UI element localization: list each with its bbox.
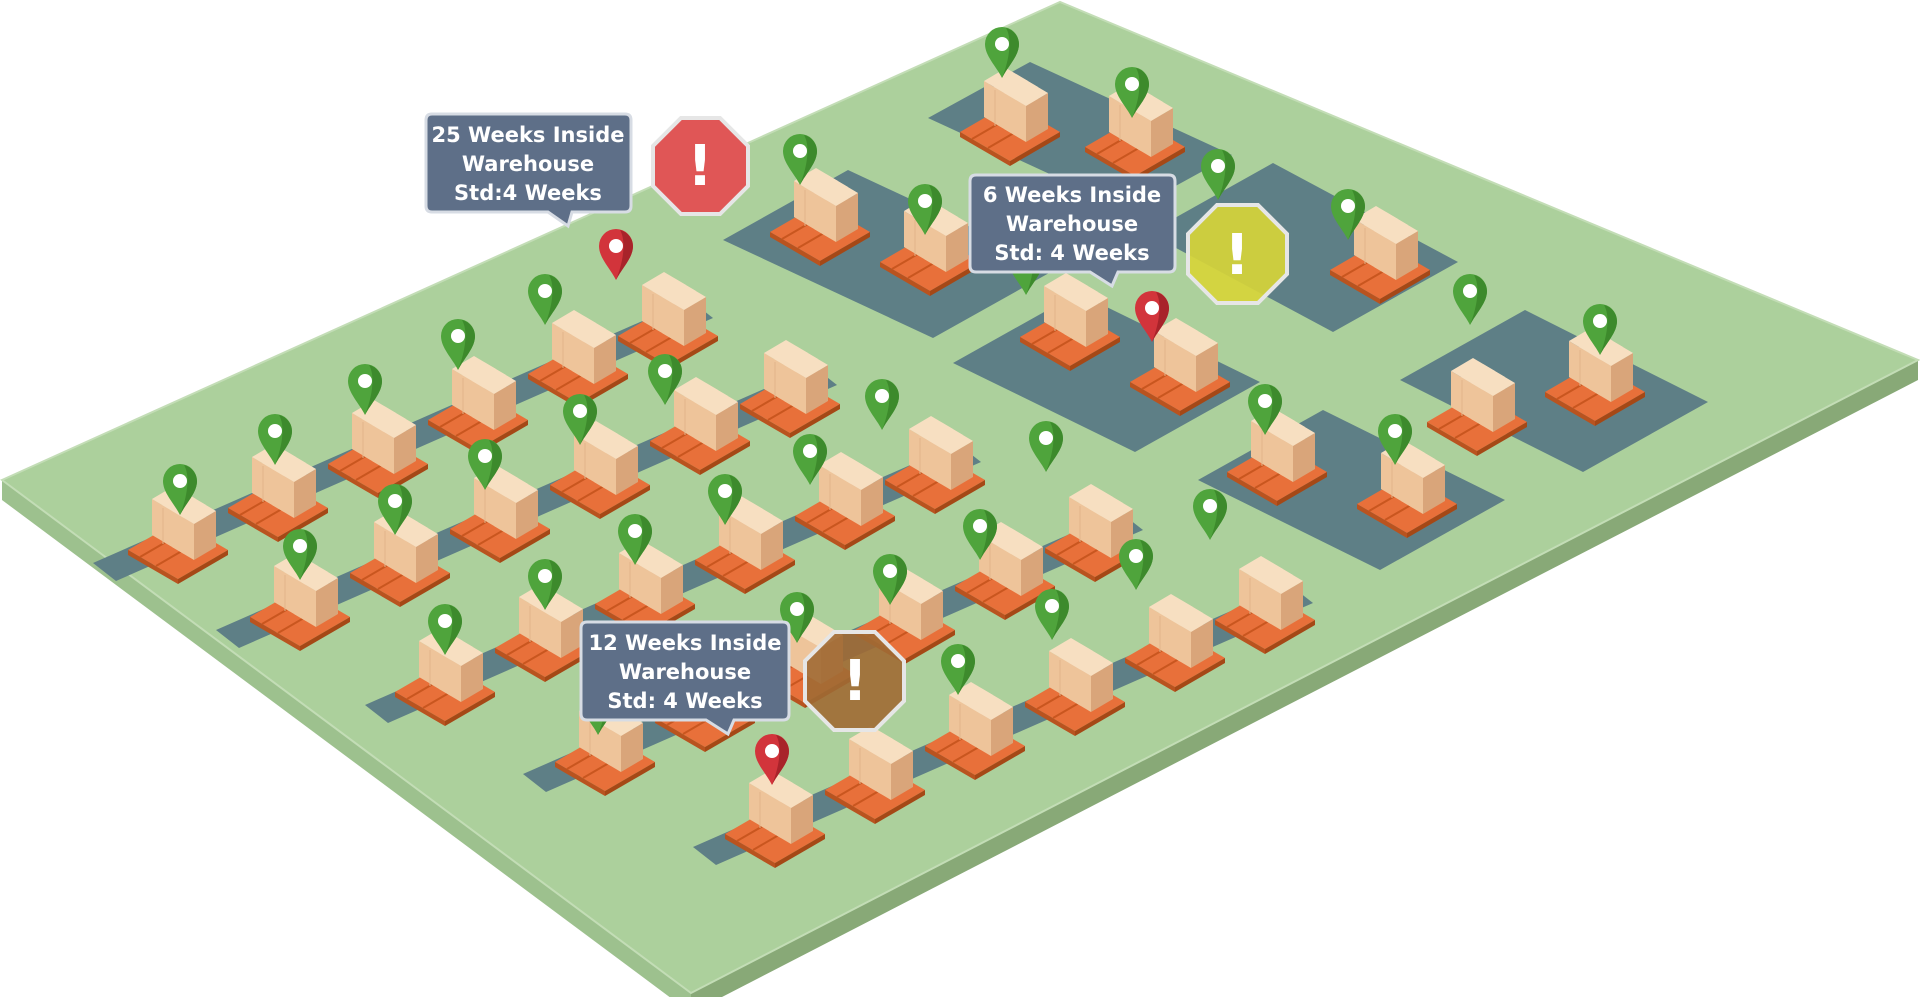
callout-line-standard: Std:4 Weeks	[454, 181, 602, 205]
alert-callout-2[interactable]: 6 Weeks Inside Warehouse Std: 4 Weeks	[968, 173, 1177, 289]
callout-line-weeks: 6 Weeks Inside	[983, 183, 1161, 207]
callout-bubble	[579, 620, 791, 737]
callout-bubble	[424, 112, 633, 229]
alert-symbol: !	[842, 649, 868, 714]
callout-line-weeks: 25 Weeks Inside	[432, 123, 625, 147]
alert-symbol: !	[1224, 223, 1250, 288]
warning-octagon-icon[interactable]: !	[803, 630, 906, 732]
callout-line-location: Warehouse	[1006, 212, 1138, 236]
callout-line-location: Warehouse	[462, 152, 594, 176]
callout-line-location: Warehouse	[619, 660, 751, 684]
callout-bubble	[968, 173, 1177, 289]
warning-octagon-icon[interactable]: !	[1186, 203, 1289, 305]
callout-line-weeks: 12 Weeks Inside	[589, 631, 782, 655]
alert-symbol: !	[687, 134, 713, 199]
alert-callout-1[interactable]: 25 Weeks Inside Warehouse Std:4 Weeks	[424, 112, 633, 229]
callout-line-standard: Std: 4 Weeks	[607, 689, 762, 713]
alert-callout-3[interactable]: 12 Weeks Inside Warehouse Std: 4 Weeks	[579, 620, 791, 737]
callout-line-standard: Std: 4 Weeks	[994, 241, 1149, 265]
warning-octagon-icon[interactable]: !	[651, 116, 750, 216]
